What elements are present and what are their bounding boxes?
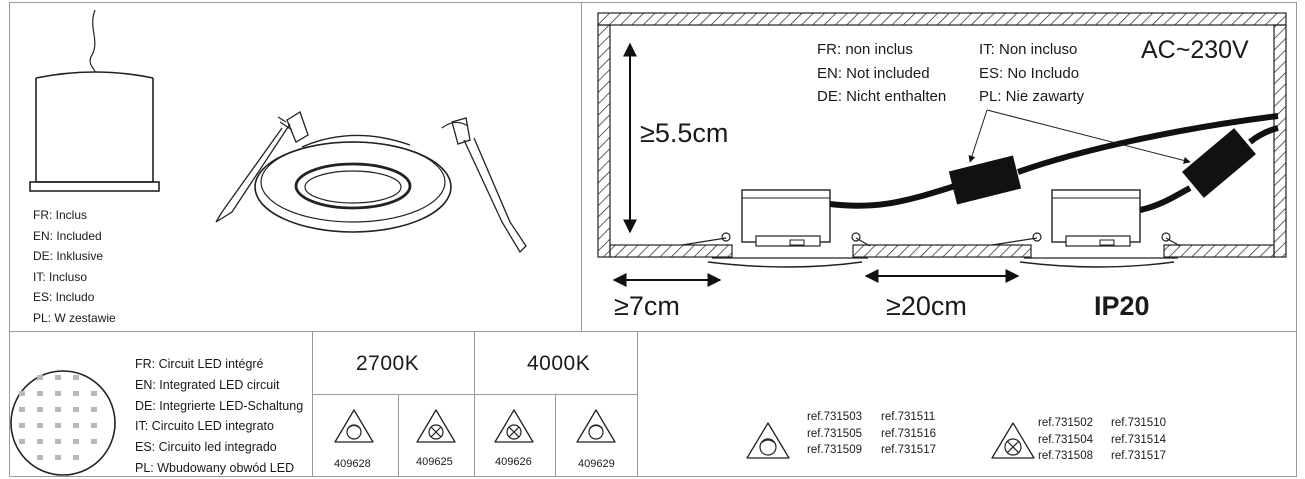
divider-temp	[474, 331, 475, 477]
ref-item: ref.731505	[807, 427, 862, 440]
refs-non-dimmable-col2: ref.731510 ref.731514 ref.731517	[1111, 415, 1166, 465]
led-en: EN: Integrated LED circuit	[135, 377, 280, 392]
color-temp-2700: 2700K	[356, 352, 420, 375]
ref-item: ref.731502	[1038, 417, 1093, 429]
ip-rating: IP20	[1094, 291, 1150, 321]
led-es: ES: Circuito led integrado	[135, 440, 277, 455]
ref-item: ref.731514	[1111, 433, 1166, 446]
divider-col3	[555, 394, 556, 477]
not-included-es: ES: No Includo	[979, 64, 1080, 82]
not-included-en: EN: Not included	[817, 64, 930, 82]
not-included-fr: FR: non inclus	[817, 41, 913, 58]
ref-item: ref.731504	[1038, 433, 1093, 446]
pendant-driver-icon	[29, 9, 160, 192]
included-it: IT: Incluso	[33, 269, 88, 284]
included-en: EN: Included	[33, 228, 102, 243]
ref-item: ref.731517	[1111, 450, 1166, 462]
voltage-label: AC~230V	[1141, 36, 1249, 64]
non-dimmable-icon	[494, 409, 534, 443]
code-4000-non-dimmable: 409626	[495, 456, 532, 468]
ref-item: ref.731511	[881, 411, 936, 423]
included-es: ES: Includo	[33, 290, 95, 304]
ref-item: ref.731509	[807, 444, 862, 456]
led-circuit-icon	[10, 370, 116, 476]
refs-dimmable-col1: ref.731503 ref.731505 ref.731509	[807, 409, 862, 459]
included-list: FR: Inclus EN: Included DE: Inklusive IT…	[33, 205, 116, 328]
refs-non-dimmable-col1: ref.731502 ref.731504 ref.731508	[1038, 415, 1093, 465]
included-de: DE: Inklusive	[33, 249, 104, 263]
non-dimmable-icon	[991, 422, 1035, 459]
not-included-de: DE: Nicht enthalten	[817, 88, 947, 105]
not-included-pl: PL: Nie zawarty	[979, 88, 1085, 105]
ref-item: ref.731517	[881, 444, 936, 456]
led-circuit-list: FR: Circuit LED intégré EN: Integrated L…	[135, 354, 303, 479]
spacing-between-label: ≥20cm	[886, 291, 967, 321]
ref-item: ref.731510	[1111, 417, 1166, 429]
led-pl: PL: Wbudowany obwód LED	[135, 460, 295, 475]
panel-bottom	[9, 331, 1297, 477]
dimming-icons-grid	[334, 409, 616, 443]
included-fr: FR: Inclus	[33, 208, 88, 222]
included-pl: PL: W zestawie	[33, 310, 116, 325]
not-included-it: IT: Non incluso	[979, 41, 1078, 58]
color-temp-4000: 4000K	[527, 352, 591, 375]
divider-codes	[637, 331, 638, 477]
not-included-right: IT: Non incluso ES: No Includo PL: Nie z…	[979, 38, 1084, 109]
spacing-wall-label: ≥7cm	[614, 291, 680, 321]
ref-item: ref.731516	[881, 427, 936, 440]
divider-col1	[398, 394, 399, 477]
led-fr: FR: Circuit LED intégré	[135, 357, 264, 371]
divider-led	[312, 331, 313, 477]
led-it: IT: Circuito LED integrato	[135, 419, 274, 434]
ref-item: ref.731503	[807, 411, 862, 423]
code-2700-dimmable: 409628	[334, 458, 371, 470]
code-4000-dimmable: 409629	[578, 458, 615, 470]
divider-header	[312, 394, 637, 395]
ref-item: ref.731508	[1038, 450, 1093, 462]
led-de: DE: Integrierte LED-Schaltung	[135, 398, 304, 413]
height-label: ≥5.5cm	[640, 118, 729, 148]
non-dimmable-icon	[416, 409, 456, 443]
dimmable-icon	[334, 409, 374, 443]
dimmable-icon	[576, 409, 616, 443]
not-included-left: FR: non inclus EN: Not included DE: Nich…	[817, 38, 946, 109]
dimmable-icon	[746, 422, 790, 459]
refs-dimmable-col2: ref.731511 ref.731516 ref.731517	[881, 409, 936, 459]
recessed-spotlight-icon	[215, 111, 527, 254]
code-2700-non-dimmable: 409625	[416, 456, 453, 468]
